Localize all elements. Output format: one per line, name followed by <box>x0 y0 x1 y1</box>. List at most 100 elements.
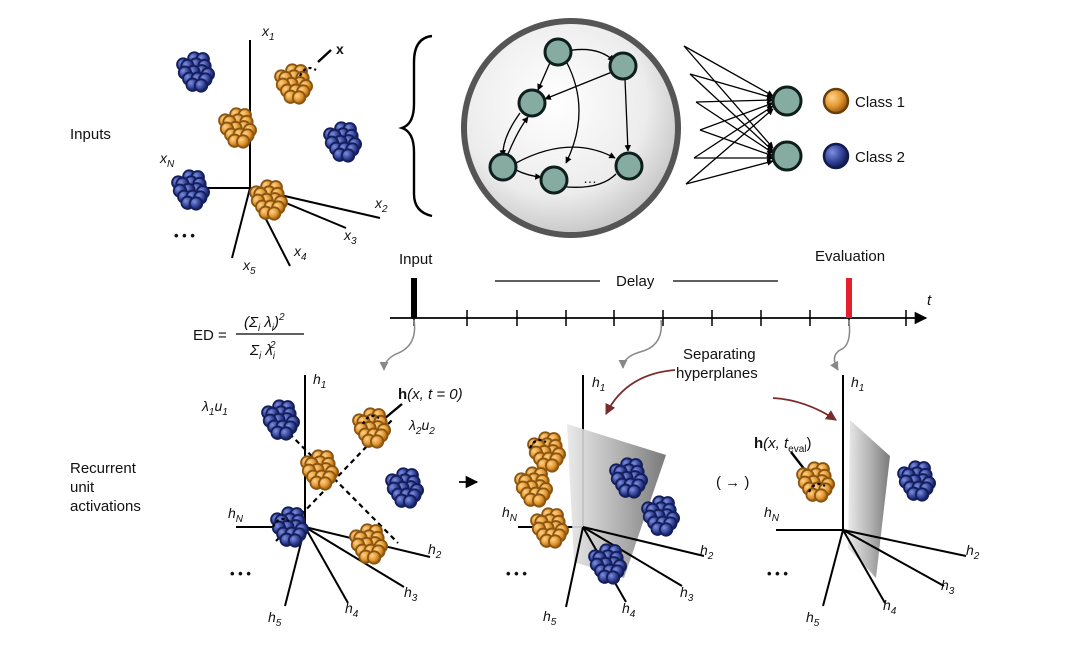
h4-label: h4 <box>622 600 636 620</box>
readout-edge <box>685 108 774 185</box>
output-node-class2 <box>771 140 803 172</box>
class1-sample-dot <box>547 534 563 549</box>
class2-sample-dot <box>605 570 621 585</box>
h1-label: h1 <box>313 371 326 391</box>
class2-sample-dot <box>278 426 294 441</box>
readout-edge <box>699 129 774 158</box>
legend: Class 1 Class 2 <box>822 87 905 170</box>
ed-lhs: ED = <box>193 327 227 344</box>
net-edge <box>544 71 613 100</box>
network-node <box>614 151 644 181</box>
separating-label-line1: Separating <box>683 346 756 363</box>
network-ellipsis: … <box>583 170 597 186</box>
lambda1-u1-label: λ1u1 <box>201 398 228 418</box>
hN-label: hN <box>228 505 244 525</box>
h3-label: h3 <box>941 577 955 597</box>
legend-class2-swatch <box>822 142 850 170</box>
class1-sample-dot <box>813 488 829 503</box>
inputs-label: Inputs <box>70 126 111 143</box>
class2-cluster <box>323 121 362 163</box>
input-axis-xN-label: xN <box>159 150 175 170</box>
h1-label: h1 <box>592 374 605 394</box>
class1-cluster <box>274 63 317 105</box>
ed-numerator: (Σi λi)2 <box>244 312 285 334</box>
h-axis-ellipsis: • • • <box>230 566 251 581</box>
separating-label-line2: hyperplanes <box>676 365 758 382</box>
output-node-class1 <box>771 85 803 117</box>
hx-t0-label: h(x, t = 0) <box>398 386 463 403</box>
readout-edge <box>689 73 774 100</box>
readout-edge <box>693 105 774 159</box>
input-point-pointer <box>317 49 332 63</box>
class1-sample-dot <box>317 476 333 491</box>
class1-cluster <box>218 107 257 149</box>
input-axis-x5-label: x5 <box>242 257 256 277</box>
h-axis-h5 <box>565 526 584 608</box>
legend-class1-label: Class 1 <box>855 94 905 111</box>
separating-arrow-left <box>605 369 676 415</box>
network-node <box>539 165 569 195</box>
net-edge <box>624 78 632 152</box>
transition-paren-arrow: ( → ) <box>716 474 749 491</box>
network-node <box>488 152 518 182</box>
pointer-eval-to-panel <box>830 319 851 371</box>
class2-sample-dot <box>626 484 642 499</box>
recurrent-label-line1: Recurrent <box>70 460 137 477</box>
input-axis-x1-label: x1 <box>261 23 275 43</box>
class1-sample-dot <box>531 493 547 508</box>
h-axis-h2 <box>582 526 705 557</box>
class2-cluster <box>641 495 681 537</box>
legend-class1-swatch <box>822 87 850 115</box>
hx-t0-pointer <box>383 403 403 420</box>
class1-sample-dot <box>544 458 560 473</box>
evaluation-marker <box>846 278 852 318</box>
class1-cluster <box>527 431 567 473</box>
recurrent-label-line2: unit <box>70 479 95 496</box>
input-point-label: x <box>336 41 344 57</box>
separating-arrow-right <box>772 397 837 421</box>
readout-edge <box>695 96 774 104</box>
timeline-delay-label: Delay <box>616 273 655 290</box>
net-edge <box>515 169 542 180</box>
readout-edge <box>695 101 774 154</box>
input-axis-x5 <box>231 187 251 259</box>
h-axis-h5 <box>822 529 844 607</box>
h4-label: h4 <box>883 597 897 617</box>
h3-label: h3 <box>680 584 694 604</box>
readout-edge <box>685 159 774 185</box>
class2-cluster <box>897 460 937 502</box>
legend-class2-label: Class 2 <box>855 149 905 166</box>
network-node <box>517 88 547 118</box>
class2-cluster <box>171 169 210 211</box>
network-node <box>543 37 573 67</box>
ed-denominator: Σi λi2 <box>249 340 276 362</box>
h4-label: h4 <box>345 600 359 620</box>
h-axis-h2 <box>842 529 967 557</box>
input-marker <box>411 278 417 318</box>
class2-cluster <box>385 467 424 509</box>
network-node <box>608 51 638 81</box>
class1-cluster <box>349 523 388 565</box>
highlighted-sample-outline <box>362 414 380 425</box>
h-axis-h4 <box>304 526 349 604</box>
highlighted-sample-outline <box>529 438 547 449</box>
pointer-delay-to-panel <box>618 319 663 369</box>
class2-cluster <box>270 506 309 548</box>
separating-hyperplane <box>848 420 890 578</box>
class1-sample-dot <box>369 434 385 449</box>
class1-sample-dot <box>236 134 251 149</box>
hx-eval-label: h(x, teval) <box>754 435 812 455</box>
input-axis-x4-label: x4 <box>293 243 307 263</box>
activation-clusters <box>261 399 937 585</box>
class2-sample-dot <box>340 148 356 163</box>
readout-edge <box>683 45 774 149</box>
recurrent-label-line3: activations <box>70 498 141 515</box>
h5-label: h5 <box>543 608 557 628</box>
class2-sample-dot <box>402 494 418 509</box>
input-axis-x2-label: x2 <box>374 195 388 215</box>
h-axis-ellipsis: • • • <box>767 566 788 581</box>
class1-cluster <box>249 179 288 221</box>
highlighted-sample-outline <box>299 66 317 77</box>
timeline-evaluation-label: Evaluation <box>815 248 885 265</box>
class2-cluster <box>176 51 215 93</box>
